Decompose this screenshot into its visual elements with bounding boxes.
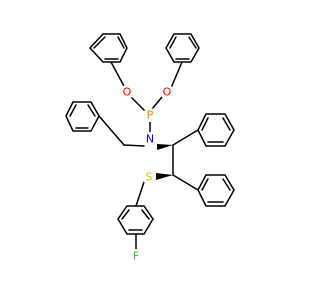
phenyl-ring-upper-left	[88, 33, 128, 63]
phenyl-ring-benzyl	[65, 101, 100, 132]
atom-labels: P O O N S F	[120, 85, 174, 263]
atom-label-oxygen-right: O	[163, 86, 172, 99]
atom-label-sulfur: S	[146, 171, 153, 184]
wedge-bond-n	[157, 144, 173, 150]
atom-label-nitrogen: N	[146, 133, 154, 146]
wedge-bonds	[156, 144, 173, 180]
atom-label-phosphorus: P	[147, 109, 154, 122]
connecting-bonds	[98, 61, 199, 252]
phenyl-ring-right-lower	[197, 174, 235, 207]
phenyl-ring-upper-right	[165, 33, 200, 63]
atom-label-fluorine: F	[133, 250, 139, 263]
wedge-bond-s	[156, 173, 173, 180]
fluorophenyl-ring	[117, 205, 154, 235]
phenyl-ring-right-upper	[197, 113, 235, 147]
atom-label-oxygen-left: O	[123, 86, 132, 99]
chemical-structure: P O O N S F	[65, 33, 235, 263]
